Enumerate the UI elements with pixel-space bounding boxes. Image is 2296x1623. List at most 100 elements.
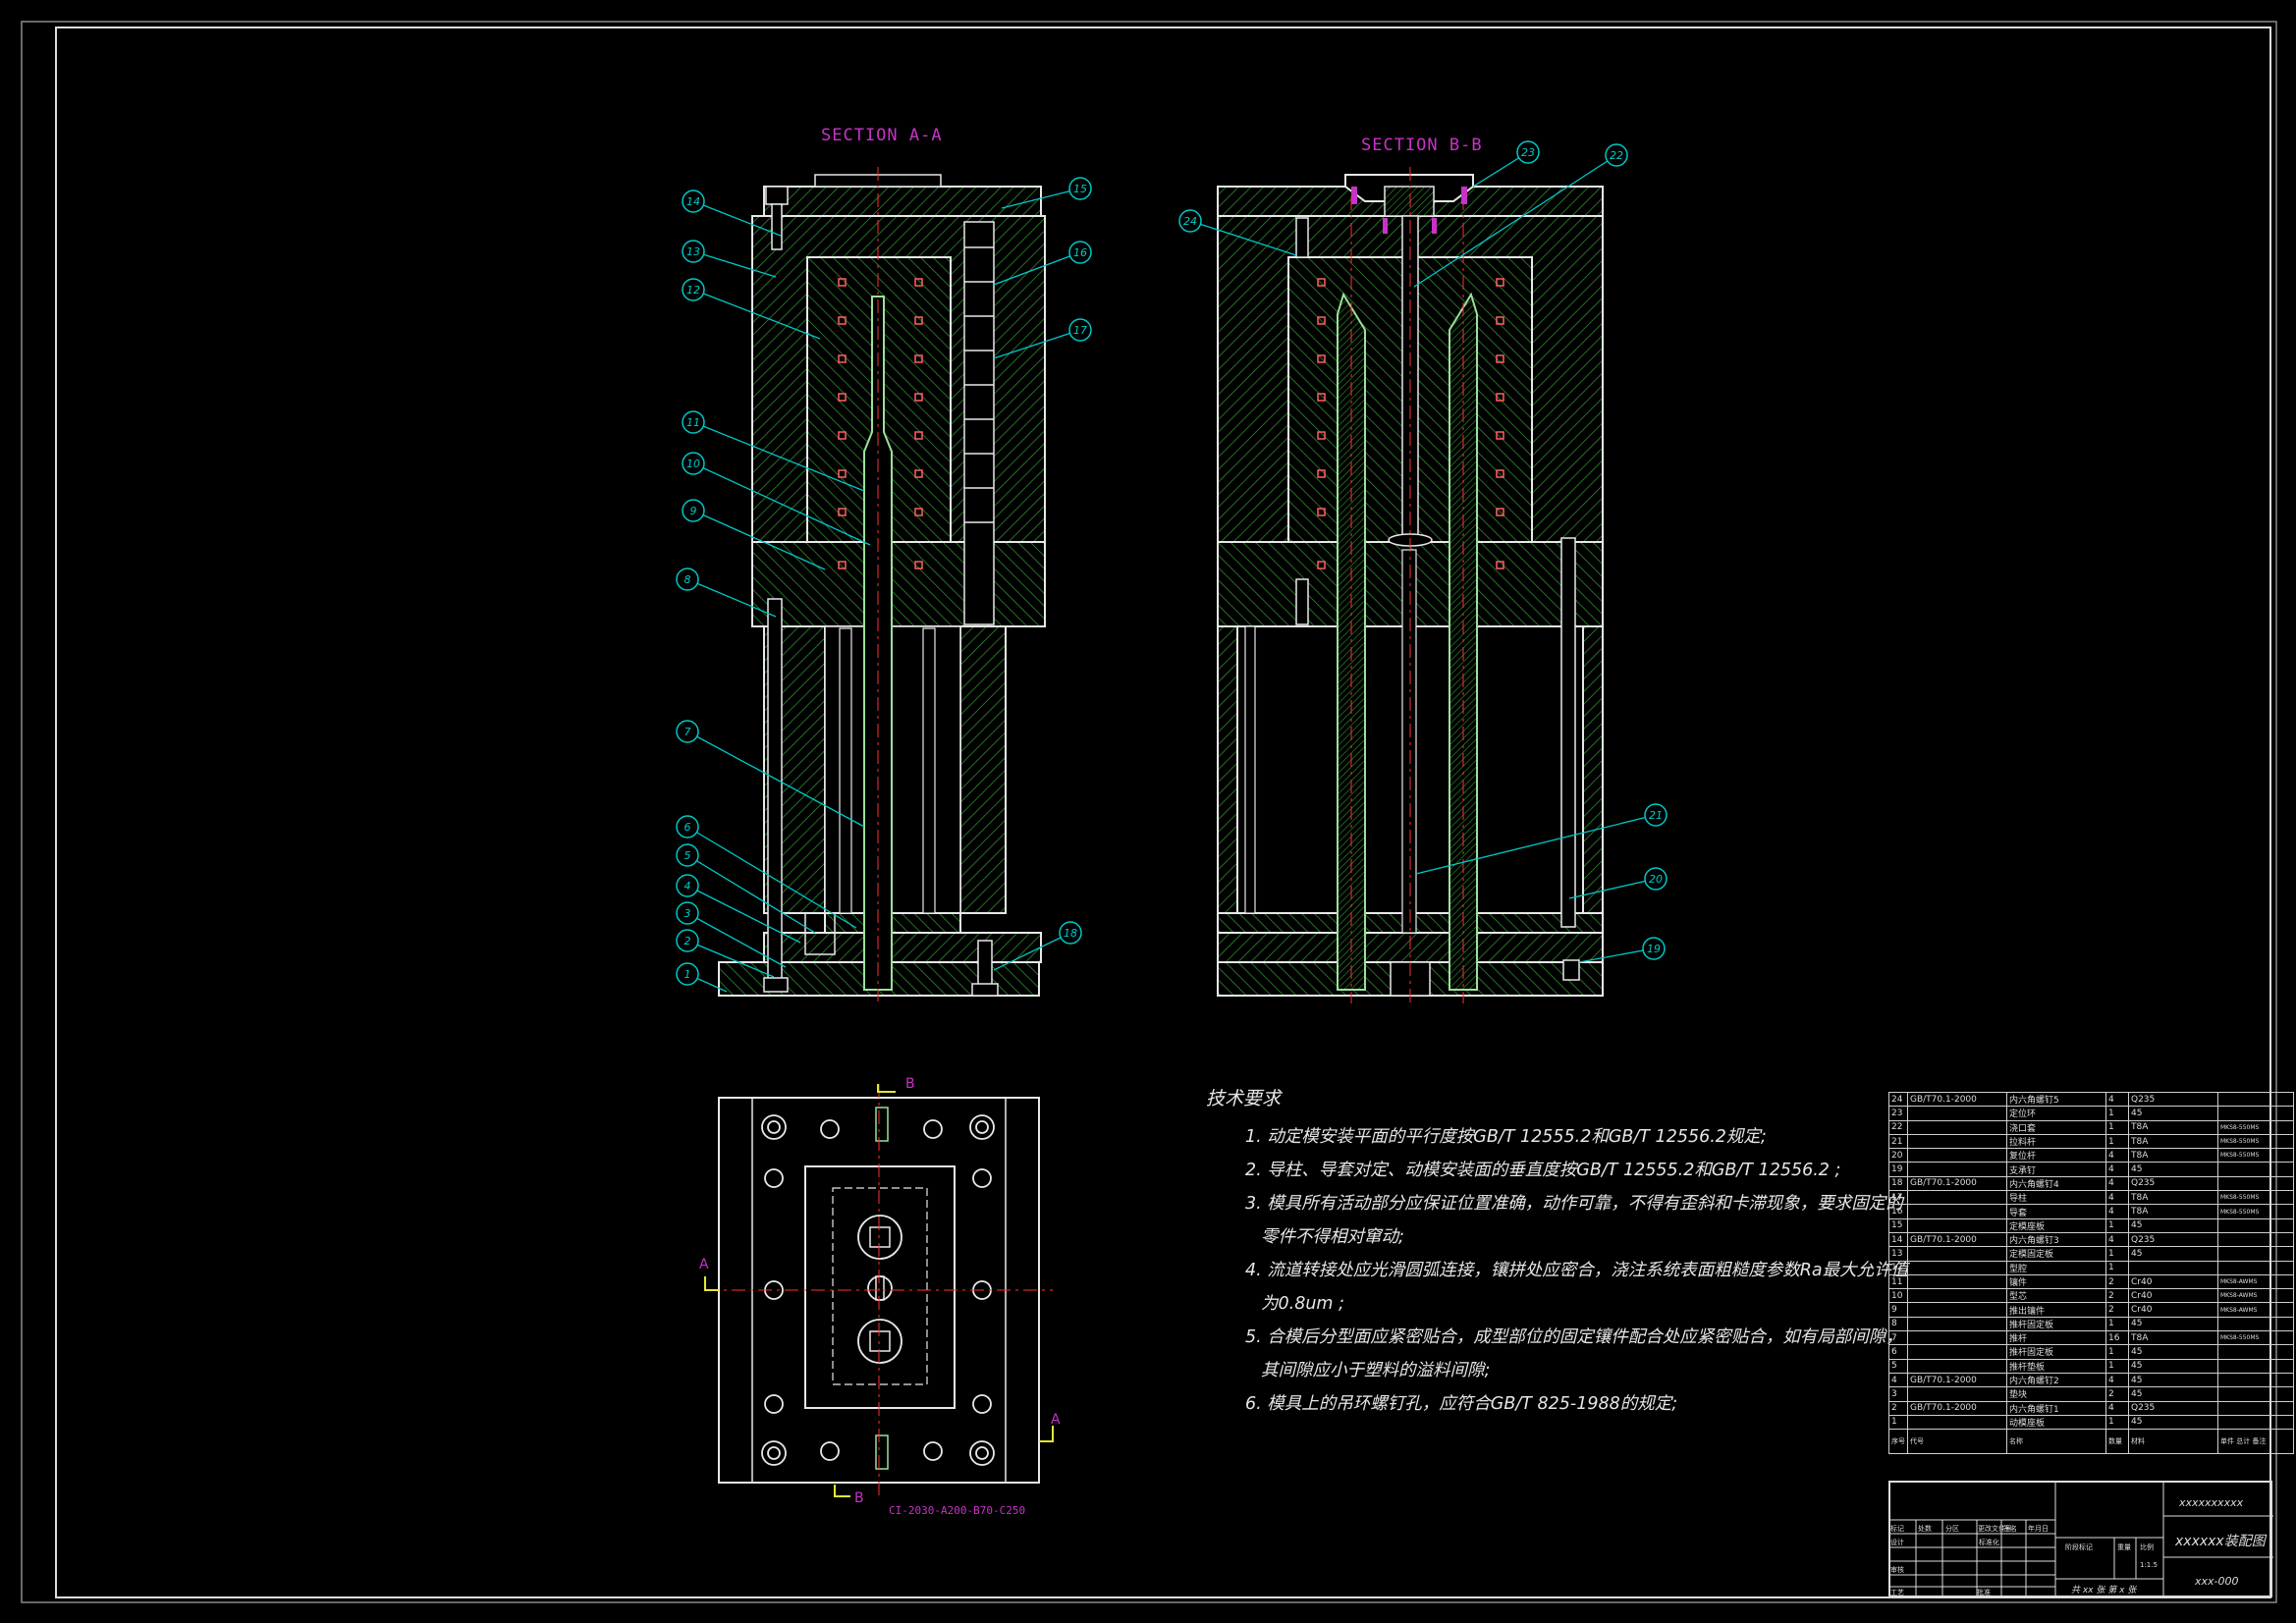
bom-cell: MKS8-550MS xyxy=(2217,1330,2294,1346)
tb-company: xxxxxxxxxx xyxy=(2178,1496,2244,1509)
bom-cell: 22 xyxy=(1888,1119,1908,1135)
bom-cell xyxy=(2217,1344,2294,1360)
bom-cell xyxy=(1907,1273,2007,1290)
balloon-circle xyxy=(1068,177,1092,200)
bom-cell xyxy=(1907,1302,2007,1318)
bom-cell xyxy=(2217,1246,2294,1262)
section-bb-title: SECTION B-B xyxy=(1361,135,1483,155)
section-aa-balloon-label: 2 xyxy=(684,935,691,947)
bom-cell: 1 xyxy=(2105,1260,2129,1275)
bom-cell: MKS8-AWMS xyxy=(2217,1302,2294,1318)
bom-cell xyxy=(1907,1260,2007,1275)
leader-line xyxy=(692,289,821,340)
leader-line xyxy=(692,200,782,237)
bom-cell: 推杆固定板 xyxy=(2006,1344,2106,1360)
leader-line xyxy=(692,421,865,492)
bom-header-cell: 材料 xyxy=(2128,1429,2218,1455)
bom-cell: T8A xyxy=(2128,1133,2218,1150)
bom-header-row: 序号代号名称数量材料单件 总计 备注 xyxy=(1888,1429,2294,1455)
bom-header-cell: 序号 xyxy=(1888,1429,1908,1455)
bom-cell: 1 xyxy=(2105,1133,2129,1150)
bom-cell xyxy=(2217,1217,2294,1233)
bom-cell: 1 xyxy=(2105,1316,2129,1332)
tb-label: 阶段标记 xyxy=(2065,1542,2093,1551)
bom-cell xyxy=(1907,1217,2007,1233)
bom-cell: T8A xyxy=(2128,1330,2218,1346)
section-aa-balloon-label: 3 xyxy=(684,907,691,920)
leader-line xyxy=(993,329,1081,359)
leader-line xyxy=(686,912,787,968)
bom-cell: MKS8-550MS xyxy=(2217,1204,2294,1219)
bom-cell: 45 xyxy=(2128,1217,2218,1233)
bom-cell: 拉料杆 xyxy=(2006,1133,2106,1150)
tb-drawing-number: xxx-000 xyxy=(2194,1575,2239,1588)
bom-cell: 内六角螺钉1 xyxy=(2006,1400,2106,1416)
balloon-circle xyxy=(676,874,699,897)
leader-line xyxy=(1578,947,1655,963)
bom-cell: 推杆 xyxy=(2006,1330,2106,1346)
balloon-circle xyxy=(676,901,699,925)
bom-cell xyxy=(2217,1358,2294,1374)
bom-cell: 1 xyxy=(2105,1119,2129,1135)
bom-cell: 内六角螺钉2 xyxy=(2006,1372,2106,1388)
bom-cell: 45 xyxy=(2128,1106,2218,1121)
section-aa-balloon-label: 8 xyxy=(684,573,691,586)
bom-cell: 13 xyxy=(1888,1246,1908,1262)
leader-line xyxy=(686,854,816,934)
bom-cell: GB/T70.1-2000 xyxy=(1907,1175,2007,1192)
bom-cell: 9 xyxy=(1888,1302,1908,1318)
bom-cell xyxy=(1907,1106,2007,1121)
leader-line xyxy=(1568,878,1657,899)
bom-cell: 推出镶件 xyxy=(2006,1302,2106,1318)
balloon-circle xyxy=(682,499,705,522)
bom-cell: Cr40 xyxy=(2128,1302,2218,1318)
balloon-circle xyxy=(1644,867,1667,891)
bom-cell: 2 xyxy=(2105,1386,2129,1402)
leader-line xyxy=(686,885,801,944)
leader-line xyxy=(686,940,775,978)
bom-cell: 1 xyxy=(1888,1414,1908,1431)
bom-cell xyxy=(1907,1204,2007,1219)
bom-cell: 45 xyxy=(2128,1386,2218,1402)
balloon-circle xyxy=(676,720,699,743)
bom-cell: 4 xyxy=(2105,1231,2129,1248)
requirement-line: 其间隙应小于塑料的溢料间隙; xyxy=(1261,1361,1491,1380)
bom-cell xyxy=(2217,1260,2294,1275)
bom-cell: 1 xyxy=(2105,1344,2129,1360)
bom-cell: T8A xyxy=(2128,1148,2218,1163)
section-aa-balloon-label: 7 xyxy=(684,726,691,738)
section-aa-balloon-label: 14 xyxy=(686,195,700,208)
leader-line xyxy=(993,251,1081,286)
bom-cell xyxy=(2217,1175,2294,1192)
bom-cell: 45 xyxy=(2128,1414,2218,1431)
bom-cell: 24 xyxy=(1888,1091,1908,1108)
bom-header-cell: 数量 xyxy=(2105,1429,2129,1455)
balloon-circle xyxy=(1068,318,1092,342)
bom-cell xyxy=(2217,1231,2294,1248)
bom-cell xyxy=(1907,1386,2007,1402)
bom-cell: 垫块 xyxy=(2006,1386,2106,1402)
bom-cell: 导柱 xyxy=(2006,1190,2106,1206)
requirement-line: 5. 合模后分型面应紧密贴合，成型部位的固定镶件配合处应紧密贴合，如有局部间隙， xyxy=(1245,1327,1903,1347)
bom-cell xyxy=(1907,1119,2007,1135)
tb-label: 年月日 xyxy=(2028,1524,2049,1533)
bom-cell: 镶件 xyxy=(2006,1273,2106,1290)
bom-cell: 23 xyxy=(1888,1106,1908,1121)
tb-label: 处数 xyxy=(1918,1524,1932,1533)
tb-label: 工艺 xyxy=(1890,1589,1904,1596)
leader-line xyxy=(686,730,865,828)
tb-label: 分区 xyxy=(1945,1524,1959,1533)
bom-cell: 4 xyxy=(2105,1400,2129,1416)
bom-cell xyxy=(1907,1316,2007,1332)
bom-cell: 动模座板 xyxy=(2006,1414,2106,1431)
bom-cell: 1 xyxy=(2105,1414,2129,1431)
